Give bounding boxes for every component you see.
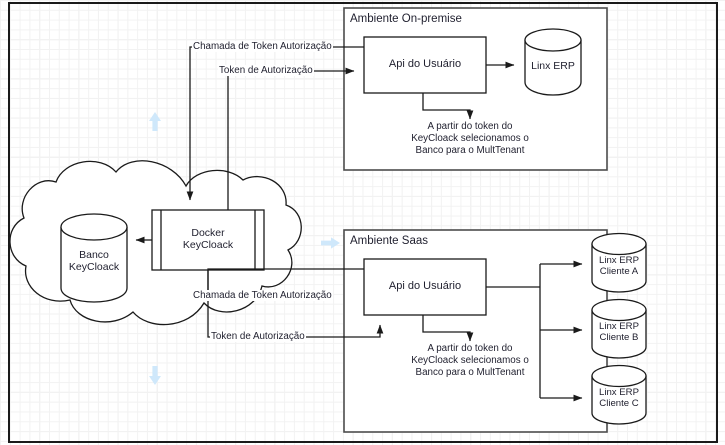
onpremise-linx-erp-cylinder-hit[interactable] bbox=[525, 29, 581, 95]
edge-onprem-api-to-note bbox=[422, 93, 474, 120]
banco-keycloack-cylinder-hit[interactable] bbox=[61, 214, 127, 302]
saas-linx-erp-cylinder-c-hit[interactable] bbox=[592, 365, 646, 424]
edge-label-saas-request: Chamada de Token Autorização bbox=[192, 290, 333, 301]
saas-linx-erp-cylinder-a-hit[interactable] bbox=[592, 233, 646, 292]
saas-linx-erp-cylinder-b bbox=[591, 298, 647, 359]
onpremise-note: A partir do token do KeyCloack seleciona… bbox=[411, 121, 529, 156]
ui-direction-arrows bbox=[149, 112, 340, 385]
arrow-down-handle[interactable] bbox=[147, 362, 165, 389]
banco-keycloack-cylinder bbox=[60, 213, 128, 303]
saas-linx-erp-cylinder-c bbox=[591, 364, 647, 425]
onpremise-api-box bbox=[363, 36, 487, 94]
edge-label-saas-response: Token de Autorização bbox=[210, 331, 306, 342]
onpremise-api-box-hit[interactable] bbox=[364, 37, 486, 93]
docker-keycloack-node-hit[interactable] bbox=[152, 210, 264, 270]
arrow-down-icon bbox=[149, 366, 161, 385]
arrow-right-handle[interactable] bbox=[318, 234, 344, 252]
edge-label-onprem-request: Chamada de Token Autorização bbox=[192, 41, 333, 52]
arrow-up-handle[interactable] bbox=[147, 108, 165, 135]
saas-linx-erp-cylinder-a bbox=[591, 232, 647, 293]
saas-container-title: Ambiente Saas bbox=[350, 235, 428, 247]
edge-label-onprem-response: Token de Autorização bbox=[218, 65, 314, 76]
onpremise-container-title: Ambiente On-premise bbox=[350, 13, 462, 25]
saas-linx-erp-cylinder-b-hit[interactable] bbox=[592, 299, 646, 358]
saas-api-box-hit[interactable] bbox=[364, 259, 486, 315]
onpremise-linx-erp-cylinder bbox=[524, 28, 582, 96]
arrow-right-icon bbox=[321, 237, 340, 249]
edge-saas-api-to-note bbox=[422, 315, 474, 342]
saas-api-box bbox=[363, 258, 487, 316]
saas-note: A partir do token do KeyCloack seleciona… bbox=[411, 343, 529, 378]
arrow-up-icon bbox=[149, 112, 161, 131]
docker-keycloack-node bbox=[151, 209, 265, 271]
